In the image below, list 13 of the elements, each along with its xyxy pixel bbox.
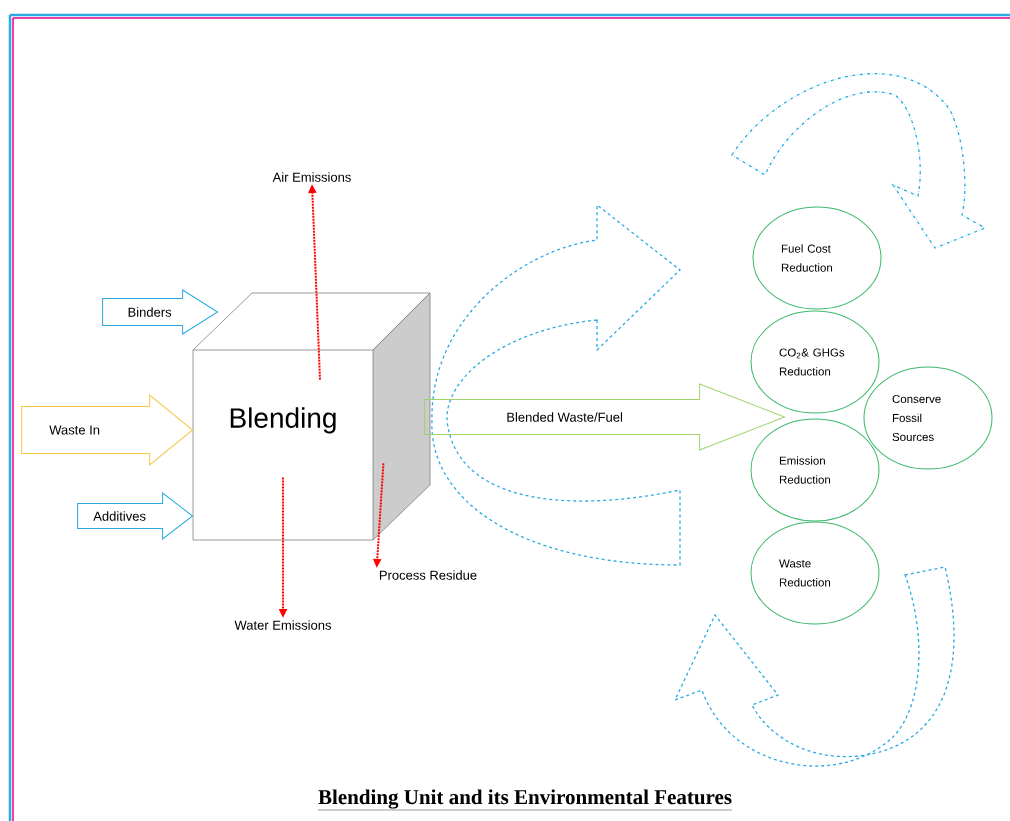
- label: Process Residue: [379, 570, 477, 580]
- label: Water Emissions: [234, 620, 332, 630]
- edge-label: Waste In: [49, 425, 100, 435]
- edge-label: Additives: [93, 511, 146, 521]
- block-arrow: [21, 394, 194, 466]
- label: Air Emissions: [272, 172, 351, 182]
- cube: Blending: [192, 292, 431, 541]
- title: Blending Unit and its Environmental Features: [317, 789, 733, 811]
- block-arrow: [77, 492, 194, 540]
- edge-label: Blended Waste/Fuel: [507, 412, 623, 422]
- block-arrow: [102, 289, 219, 335]
- edge-label: Binders: [128, 307, 172, 317]
- block-arrow: [424, 383, 786, 451]
